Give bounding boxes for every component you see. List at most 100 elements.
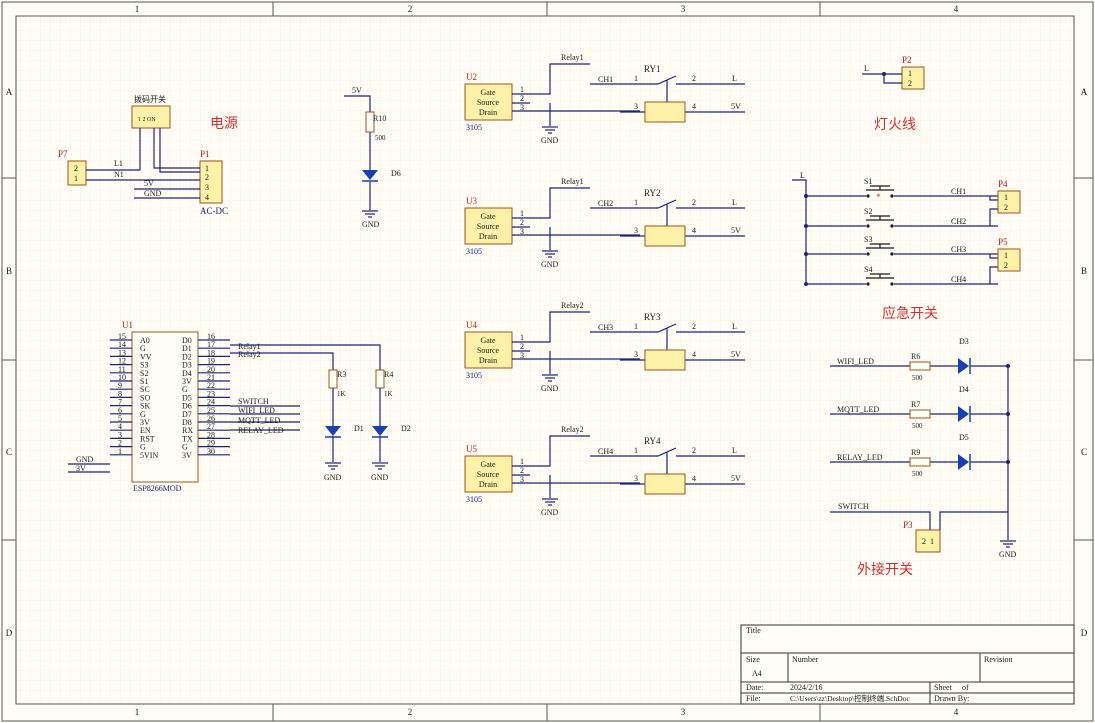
- relay-pin: 1: [634, 322, 638, 331]
- dip-switch[interactable]: [131, 105, 171, 129]
- date-value: 2024/2/16: [790, 683, 822, 692]
- esp-pin-number: 22: [207, 381, 215, 390]
- net-label: L: [800, 171, 805, 180]
- relay-coil[interactable]: [644, 101, 686, 123]
- esp-pin-name: D2: [182, 352, 192, 361]
- p1-pin: 1: [205, 164, 209, 173]
- mosfet-body[interactable]: [464, 83, 513, 121]
- resistor-ref: R6: [911, 352, 920, 361]
- gnd-label: GND: [541, 260, 559, 269]
- relay-pin: 4: [692, 474, 696, 483]
- r3-resistor[interactable]: [328, 369, 338, 389]
- relay-pin: 3: [634, 474, 638, 483]
- switch-ref: S4: [864, 265, 872, 274]
- relay-coil[interactable]: [644, 225, 686, 247]
- d6-ref: D6: [391, 169, 401, 178]
- mosfet-value: 3105: [466, 247, 482, 256]
- status-resistor[interactable]: [909, 409, 931, 419]
- mosfet-pin-number: 1: [520, 85, 524, 94]
- mosfet-body[interactable]: [464, 207, 513, 245]
- channel-label: CH2: [951, 217, 966, 226]
- esp-pin-number: 18: [207, 348, 215, 357]
- gnd-label: GND: [999, 550, 1017, 559]
- relay-pin: 4: [692, 102, 696, 111]
- esp-pin-name: TX: [182, 434, 193, 443]
- mosfet-value: 3105: [466, 371, 482, 380]
- col-label-bottom: 4: [954, 707, 959, 717]
- p2-connector[interactable]: [901, 66, 925, 90]
- p2-pin: 2: [908, 79, 912, 88]
- net-label: 5V: [731, 350, 741, 359]
- col-label-bottom: 3: [681, 707, 686, 717]
- r10-resistor[interactable]: [365, 111, 375, 133]
- power-section-title: 电源: [210, 116, 238, 132]
- mosfet-pin-name: Drain: [479, 480, 497, 489]
- row-label-right: A: [1081, 87, 1088, 97]
- p1-pin: 2: [205, 173, 209, 182]
- relay-ref: RY2: [644, 188, 661, 198]
- number-label: Number: [792, 655, 819, 664]
- relay-coil[interactable]: [644, 473, 686, 495]
- net-label: L1: [114, 159, 123, 168]
- esp8266-body[interactable]: [131, 331, 199, 483]
- relay-coil[interactable]: [644, 349, 686, 371]
- r3-value: 1K: [337, 390, 346, 398]
- mosfet-pin-name: Source: [477, 222, 500, 231]
- mosfet-body[interactable]: [464, 331, 513, 369]
- relay-pin: 2: [692, 322, 696, 331]
- revision-label: Revision: [984, 655, 1012, 664]
- esp-pin-number: 10: [118, 373, 126, 382]
- p3-connector[interactable]: [915, 529, 941, 553]
- col-label-top: 1: [135, 4, 140, 14]
- switch-ref: S2: [864, 207, 872, 216]
- p1-connector[interactable]: [199, 160, 223, 204]
- p4-connector[interactable]: [997, 190, 1021, 214]
- esp-pin-name: G: [182, 385, 188, 394]
- mosfet-value: 3105: [466, 123, 482, 132]
- mosfet-body[interactable]: [464, 455, 513, 493]
- esp-pin-name: D6: [182, 402, 192, 411]
- esp-pin-name: SO: [140, 393, 150, 402]
- title-label: Title: [746, 626, 761, 635]
- row-label-left: A: [6, 87, 13, 97]
- p4-ref: P4: [998, 179, 1008, 189]
- r4-resistor[interactable]: [375, 369, 385, 389]
- p1-pin: 4: [205, 193, 209, 202]
- sheet-label: Sheet: [934, 683, 953, 692]
- esp-pin-number: 5: [118, 414, 122, 423]
- esp-pin-number: 12: [118, 357, 126, 366]
- net-label: RELAY_LED: [837, 453, 883, 462]
- net-label: L: [864, 64, 869, 73]
- file-label: File:: [746, 694, 761, 703]
- p5-ref: P5: [998, 237, 1008, 247]
- esp-pin-name: S1: [140, 377, 148, 386]
- net-label: L: [732, 322, 737, 331]
- status-resistor[interactable]: [909, 457, 931, 467]
- relay-pin: 3: [634, 226, 638, 235]
- esp-pin-number: 17: [207, 340, 215, 349]
- p7-connector[interactable]: [67, 160, 87, 186]
- mosfet-pin-number: 2: [520, 342, 524, 351]
- col-label-top: 4: [954, 4, 959, 14]
- status-resistor[interactable]: [909, 361, 931, 371]
- gnd-label: GND: [541, 136, 559, 145]
- external-switch-title: 外接开关: [857, 561, 913, 578]
- p5-connector[interactable]: [997, 248, 1021, 272]
- esp-pin-number: 27: [207, 422, 215, 431]
- channel-label: CH3: [598, 323, 613, 332]
- relay-ref: RY4: [644, 436, 661, 446]
- net-label: Relay2: [238, 350, 261, 359]
- d2-ref: D2: [401, 424, 411, 433]
- p4-pin: 1: [1004, 193, 1008, 202]
- net-label: N1: [114, 170, 124, 179]
- d2-led-icon: [372, 426, 388, 436]
- mosfet-pin-number: 3: [520, 227, 524, 236]
- net-label: WIFI_LED: [837, 357, 874, 366]
